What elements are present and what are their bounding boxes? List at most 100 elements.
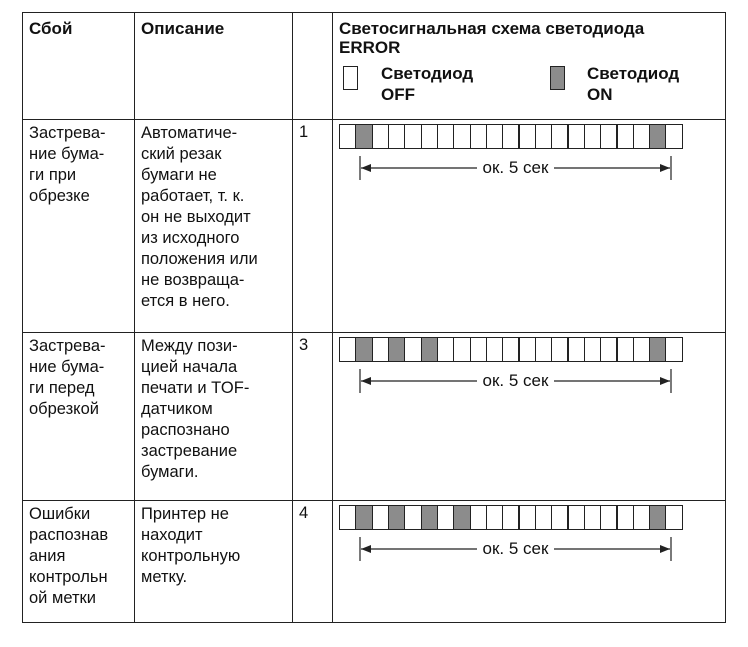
led-on-cell xyxy=(420,505,439,530)
header-pattern-title: Светосигнальная схема светодиода ERROR xyxy=(339,19,645,57)
led-off-cell xyxy=(616,505,634,530)
led-off-cell xyxy=(616,124,634,149)
led-off-cell xyxy=(665,337,683,362)
text-line: положения или xyxy=(141,250,258,268)
text-line: находит xyxy=(141,526,203,544)
text-line: распознав xyxy=(29,526,109,544)
text-line: бумаги не xyxy=(141,166,217,184)
error-led-table: Сбой Описание Светосигнальная схема свет… xyxy=(22,12,726,623)
led-strip xyxy=(339,337,683,362)
led-off-cell xyxy=(583,505,602,530)
led-off-cell xyxy=(567,124,585,149)
header-pattern: Светосигнальная схема светодиода ERROR С… xyxy=(332,12,726,120)
text-line: контрольную xyxy=(141,547,241,565)
header-row: Сбой Описание Светосигнальная схема свет… xyxy=(22,12,726,120)
led-off-cell xyxy=(502,505,520,530)
led-off-cell xyxy=(583,337,602,362)
text-line: распознано xyxy=(141,421,230,439)
text-line: работает, т. к. xyxy=(141,187,245,205)
interval-label: ок. 5 сек xyxy=(476,539,555,558)
led-off-cell xyxy=(485,505,504,530)
led-on-cell xyxy=(387,337,406,362)
led-strip xyxy=(339,124,683,149)
header-code xyxy=(292,12,333,120)
led-on-cell xyxy=(355,337,373,362)
led-off-cell xyxy=(502,124,520,149)
text-line: обрезке xyxy=(29,187,90,205)
led-off-cell xyxy=(534,337,553,362)
led-off-cell xyxy=(485,124,504,149)
led-off-cell xyxy=(453,124,471,149)
interval-label: ок. 5 сек xyxy=(476,158,555,177)
led-off-cell xyxy=(339,337,357,362)
text-line: цией начала xyxy=(141,358,238,376)
interval-indicator: ок. 5 сек xyxy=(359,367,672,397)
led-off-cell xyxy=(453,337,471,362)
led-off-cell xyxy=(518,505,536,530)
led-off-cell xyxy=(665,124,683,149)
led-legend: Светодиод OFF Светодиод ON xyxy=(339,63,719,119)
led-off-cell xyxy=(436,337,455,362)
text-line: ги перед xyxy=(29,379,95,397)
led-off-cell xyxy=(469,505,487,530)
text-line: метку. xyxy=(141,568,188,586)
text-line: он не выходит xyxy=(141,208,251,226)
led-off-cell xyxy=(567,337,585,362)
led-off-cell xyxy=(632,124,651,149)
text-line: ания xyxy=(29,547,66,565)
led-off-cell xyxy=(534,505,553,530)
led-off-cell xyxy=(665,505,683,530)
text-line: ой метки xyxy=(29,589,96,607)
text-line: не возвраща- xyxy=(141,271,245,289)
led-off-cell xyxy=(518,124,536,149)
led-on-cell xyxy=(420,337,439,362)
text-line: ский резак xyxy=(141,145,222,163)
code-cell: 4 xyxy=(292,500,333,623)
led-off-label: Светодиод OFF xyxy=(381,64,474,104)
text-line: Застрева- xyxy=(29,124,106,142)
header-fault: Сбой xyxy=(22,12,135,120)
led-off-cell xyxy=(632,337,651,362)
pattern-cell: ок. 5 сек xyxy=(332,332,726,501)
interval-indicator: ок. 5 сек xyxy=(359,154,672,184)
led-off-cell xyxy=(616,337,634,362)
led-off-cell xyxy=(436,124,455,149)
text-line: Застрева- xyxy=(29,337,106,355)
led-off-cell xyxy=(371,505,390,530)
text-line: контрольн xyxy=(29,568,108,586)
led-off-cell xyxy=(387,124,406,149)
text-line: ние бума- xyxy=(29,145,105,163)
led-off-cell xyxy=(371,124,390,149)
code-cell: 3 xyxy=(292,332,333,501)
led-off-cell xyxy=(339,505,357,530)
led-strip xyxy=(339,505,683,530)
led-on-cell xyxy=(387,505,406,530)
led-off-cell xyxy=(469,337,487,362)
code-cell: 1 xyxy=(292,119,333,333)
text-line: застревание xyxy=(141,442,238,460)
led-off-cell xyxy=(404,505,422,530)
led-on-cell xyxy=(355,124,373,149)
led-on-cell xyxy=(355,505,373,530)
led-off-cell xyxy=(518,337,536,362)
text-line: Ошибки xyxy=(29,505,91,523)
led-on-cell xyxy=(648,124,667,149)
text-line: датчиком xyxy=(141,400,213,418)
led-off-cell xyxy=(583,124,602,149)
led-off-cell xyxy=(551,505,569,530)
text-line: ние бума- xyxy=(29,358,105,376)
led-off-cell xyxy=(371,337,390,362)
text-line: бумаги. xyxy=(141,463,199,481)
text-line: из исходного xyxy=(141,229,240,247)
led-off-cell xyxy=(567,505,585,530)
led-off-cell xyxy=(632,505,651,530)
text-line: ется в него. xyxy=(141,292,230,310)
led-off-swatch xyxy=(343,66,358,90)
led-off-cell xyxy=(551,337,569,362)
pattern-cell: ок. 5 сек xyxy=(332,119,726,333)
led-off-cell xyxy=(485,337,504,362)
